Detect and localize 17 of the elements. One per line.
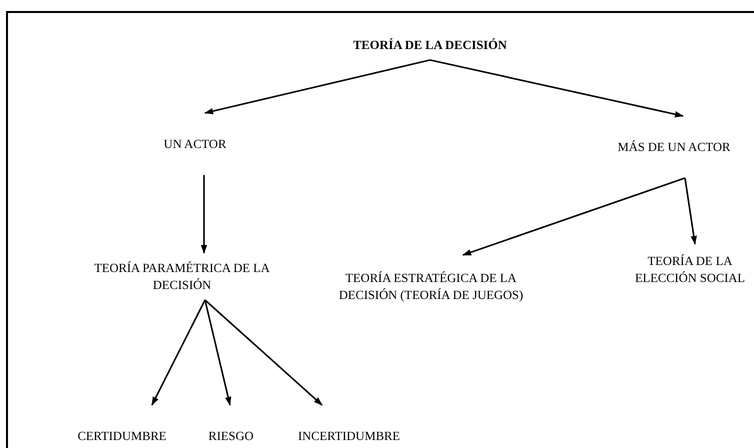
arrow xyxy=(204,59,430,114)
node-label: TEORÍA DE LA ELECCIÓN SOCIAL xyxy=(634,253,746,287)
node-label: CERTIDUMBRE xyxy=(78,428,166,445)
arrow xyxy=(430,59,684,118)
arrow xyxy=(462,177,686,256)
node-label: MÁS DE UN ACTOR xyxy=(618,138,730,156)
arrow xyxy=(200,175,208,254)
node-label: INCERTIDUMBRE xyxy=(298,428,400,445)
arrow xyxy=(204,299,323,406)
node-label: TEORÍA PARAMÉTRICA DE LA DECISIÓN xyxy=(93,260,271,294)
node-label: UN ACTOR xyxy=(164,136,226,152)
node-label: RIESGO xyxy=(208,428,254,445)
arrow xyxy=(151,300,206,406)
node-label: TEORÍA ESTRATÉGICA DE LA DECISIÓN (TEORÍA DE JUEGOS) xyxy=(338,270,524,304)
node-label: TEORÍA DE LA DECISIÓN xyxy=(353,36,507,54)
arrow xyxy=(204,300,232,406)
arrow xyxy=(684,178,697,245)
